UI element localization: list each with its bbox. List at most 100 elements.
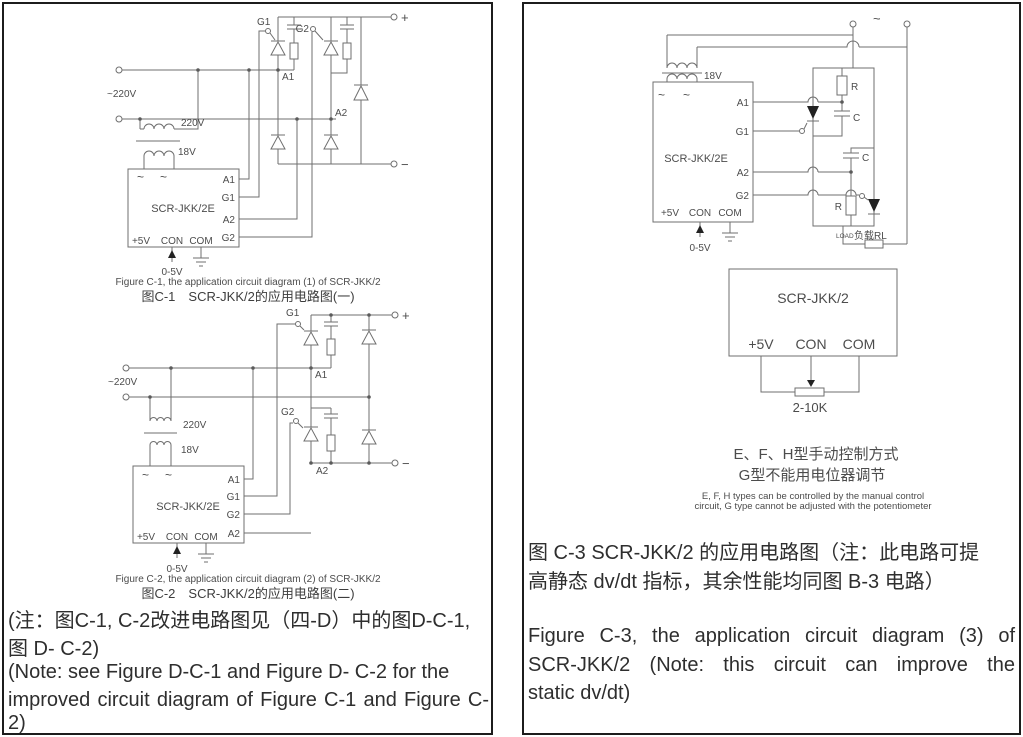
c1-transformer-coils — [143, 123, 175, 157]
c1-diode-right — [353, 84, 369, 101]
c1-junction-dots — [138, 68, 333, 121]
c3-pin-g2: G2 — [736, 191, 750, 202]
c1-input-terminal-2 — [115, 115, 123, 123]
left-note-en-1: (Note: see Figure D-C-1 and Figure D- C-… — [8, 661, 450, 683]
manual-wires — [760, 356, 860, 393]
c1-thyristor-1 — [270, 40, 286, 56]
c2-caption-zh: 图C-2 SCR-JKK/2的应用电路图(二) — [141, 586, 354, 601]
c2-ac-mark-2: ~ — [165, 468, 172, 482]
c3-control-arrow-icon — [696, 225, 704, 233]
c1-caption-zh: 图C-1 SCR-JKK/2的应用电路图(一) — [141, 289, 354, 304]
c2-node-a2-label: A2 — [316, 466, 329, 477]
c2-pin-g1: G1 — [227, 492, 241, 503]
c2-gate1-label: G1 — [286, 308, 300, 319]
c3-load-label-zh: 负载RL — [854, 229, 887, 242]
c2-pin-5v: +5V — [137, 532, 155, 543]
c1-plus-label: + — [401, 10, 409, 25]
figure-c2-circuit: + − G1 G2 A1 A2 ~220V 220V 18V ~ ~ SCR-J… — [108, 308, 410, 601]
c1-primary-label: 220V — [181, 118, 205, 129]
c1-pin-a2: A2 — [223, 215, 236, 226]
c3-load-label-en: LOAD — [836, 233, 854, 240]
c3-gate1-terminal — [799, 128, 805, 134]
c2-pin-a1: A1 — [228, 475, 241, 486]
c3-secondary-label: 18V — [704, 71, 722, 82]
c2-pin-con: CON — [166, 532, 188, 543]
c3-gate2-terminal — [859, 193, 865, 199]
c1-secondary-label: 18V — [178, 147, 196, 158]
c3-c1-label: C — [853, 113, 860, 124]
c2-diode-top — [361, 329, 377, 345]
c2-snubber-resistor-2 — [326, 434, 336, 452]
c2-minus-label: − — [402, 456, 410, 471]
c2-primary-label: 220V — [183, 420, 207, 431]
manual-wiper-arrow-icon — [807, 380, 815, 387]
c2-pin-g2: G2 — [227, 510, 241, 521]
c3-pin-g1: G1 — [736, 127, 750, 138]
c2-control-label: 0-5V — [166, 564, 187, 575]
c2-junction-dots — [148, 313, 371, 465]
manual-control-figure: SCR-JKK/2 +5V CON COM 2-10K E、F、H型手动控制方式… — [694, 268, 932, 512]
manual-note-en-1: E, F, H types can be controlled by the m… — [702, 491, 924, 502]
c2-output-plus-terminal — [391, 311, 399, 319]
c3-control-label: 0-5V — [689, 243, 710, 254]
manual-pin-com: COM — [843, 336, 876, 352]
c2-snubber-resistor-1 — [326, 338, 336, 356]
c3-pin-con: CON — [689, 208, 711, 219]
left-note-zh-1: (注：图C-1, C-2改进电路图见（四-D）中的图D-C-1, — [8, 610, 471, 632]
c1-snubber-resistor-2 — [342, 42, 352, 60]
right-note-en-2: SCR-JKK/2 (Note: this circuit can improv… — [528, 654, 1015, 676]
c3-ac-mark-1: ~ — [658, 88, 665, 102]
left-panel: + − G1 G2 A1 A2 ~220V 220V 18V ~ ~ SCR-J… — [2, 2, 493, 735]
c1-pin-com: COM — [189, 236, 212, 247]
right-note-en-3: static dv/dt) — [528, 682, 631, 704]
right-panel: ~ 18V ~ ~ SCR-JKK/2E A1 G1 A2 G2 +5V CON… — [522, 2, 1021, 735]
c3-pin-a1: A1 — [737, 98, 750, 109]
manual-potentiometer — [794, 387, 825, 397]
c3-module-box — [652, 81, 754, 223]
c1-node-a1-label: A1 — [282, 72, 295, 83]
c1-module-label: SCR-JKK/2E — [151, 203, 215, 215]
c1-module-box — [127, 168, 240, 248]
c3-junction-dots — [840, 100, 853, 174]
c1-gate2-terminal — [310, 26, 316, 32]
c1-pin-a1: A1 — [223, 175, 236, 186]
c2-node-a1-label: A1 — [315, 370, 328, 381]
right-note-zh-2: 高静态 dv/dt 指标，其余性能均同图 B-3 电路） — [528, 571, 945, 593]
c1-gate2-label: G2 — [296, 24, 310, 35]
manual-pot-label: 2-10K — [793, 400, 828, 415]
c1-input-terminal-1 — [115, 66, 123, 74]
right-note-zh-1: 图 C-3 SCR-JKK/2 的应用电路图（注：此电路可提 — [528, 542, 980, 564]
c2-control-arrow-icon — [173, 546, 181, 554]
c3-resistor-2 — [845, 195, 857, 216]
left-note-en-2: improved circuit diagram of Figure C-1 a… — [8, 689, 489, 734]
c1-diode-lower-1 — [270, 134, 286, 150]
manual-module-box — [728, 268, 898, 357]
c3-thyristor-1 — [807, 106, 819, 119]
c3-snubber-frame — [812, 67, 875, 227]
c1-output-minus-terminal — [390, 160, 398, 168]
c3-pin-5v: +5V — [661, 208, 679, 219]
c1-node-a2-label: A2 — [335, 108, 348, 119]
manual-pin-5v: +5V — [748, 336, 774, 352]
c1-ac-mark-2: ~ — [160, 170, 167, 184]
c2-input-terminal-1 — [122, 364, 130, 372]
manual-note-zh-1: E、F、H型手动控制方式 — [733, 446, 898, 463]
c3-ac-tilde-label: ~ — [873, 11, 881, 26]
c3-r2-label: R — [835, 202, 842, 213]
c3-wires — [662, 27, 908, 245]
c1-snubber-resistor-1 — [289, 42, 299, 60]
c3-resistor-1 — [836, 75, 848, 96]
c1-gate1-terminal — [265, 28, 271, 34]
c1-output-plus-terminal — [390, 13, 398, 21]
figure-c3-circuit: ~ 18V ~ ~ SCR-JKK/2E A1 G1 A2 G2 +5V CON… — [652, 11, 911, 254]
c1-pin-5v: +5V — [132, 236, 150, 247]
manual-pin-con: CON — [795, 336, 826, 352]
c3-transformer-coils — [666, 62, 698, 80]
c2-output-minus-terminal — [391, 459, 399, 467]
c1-caption-en: Figure C-1, the application circuit diag… — [115, 277, 381, 288]
c2-wires — [129, 314, 395, 563]
c2-gate2-label: G2 — [281, 407, 295, 418]
c3-ac-terminal-2 — [903, 20, 911, 28]
c1-pin-g1: G1 — [222, 193, 236, 204]
